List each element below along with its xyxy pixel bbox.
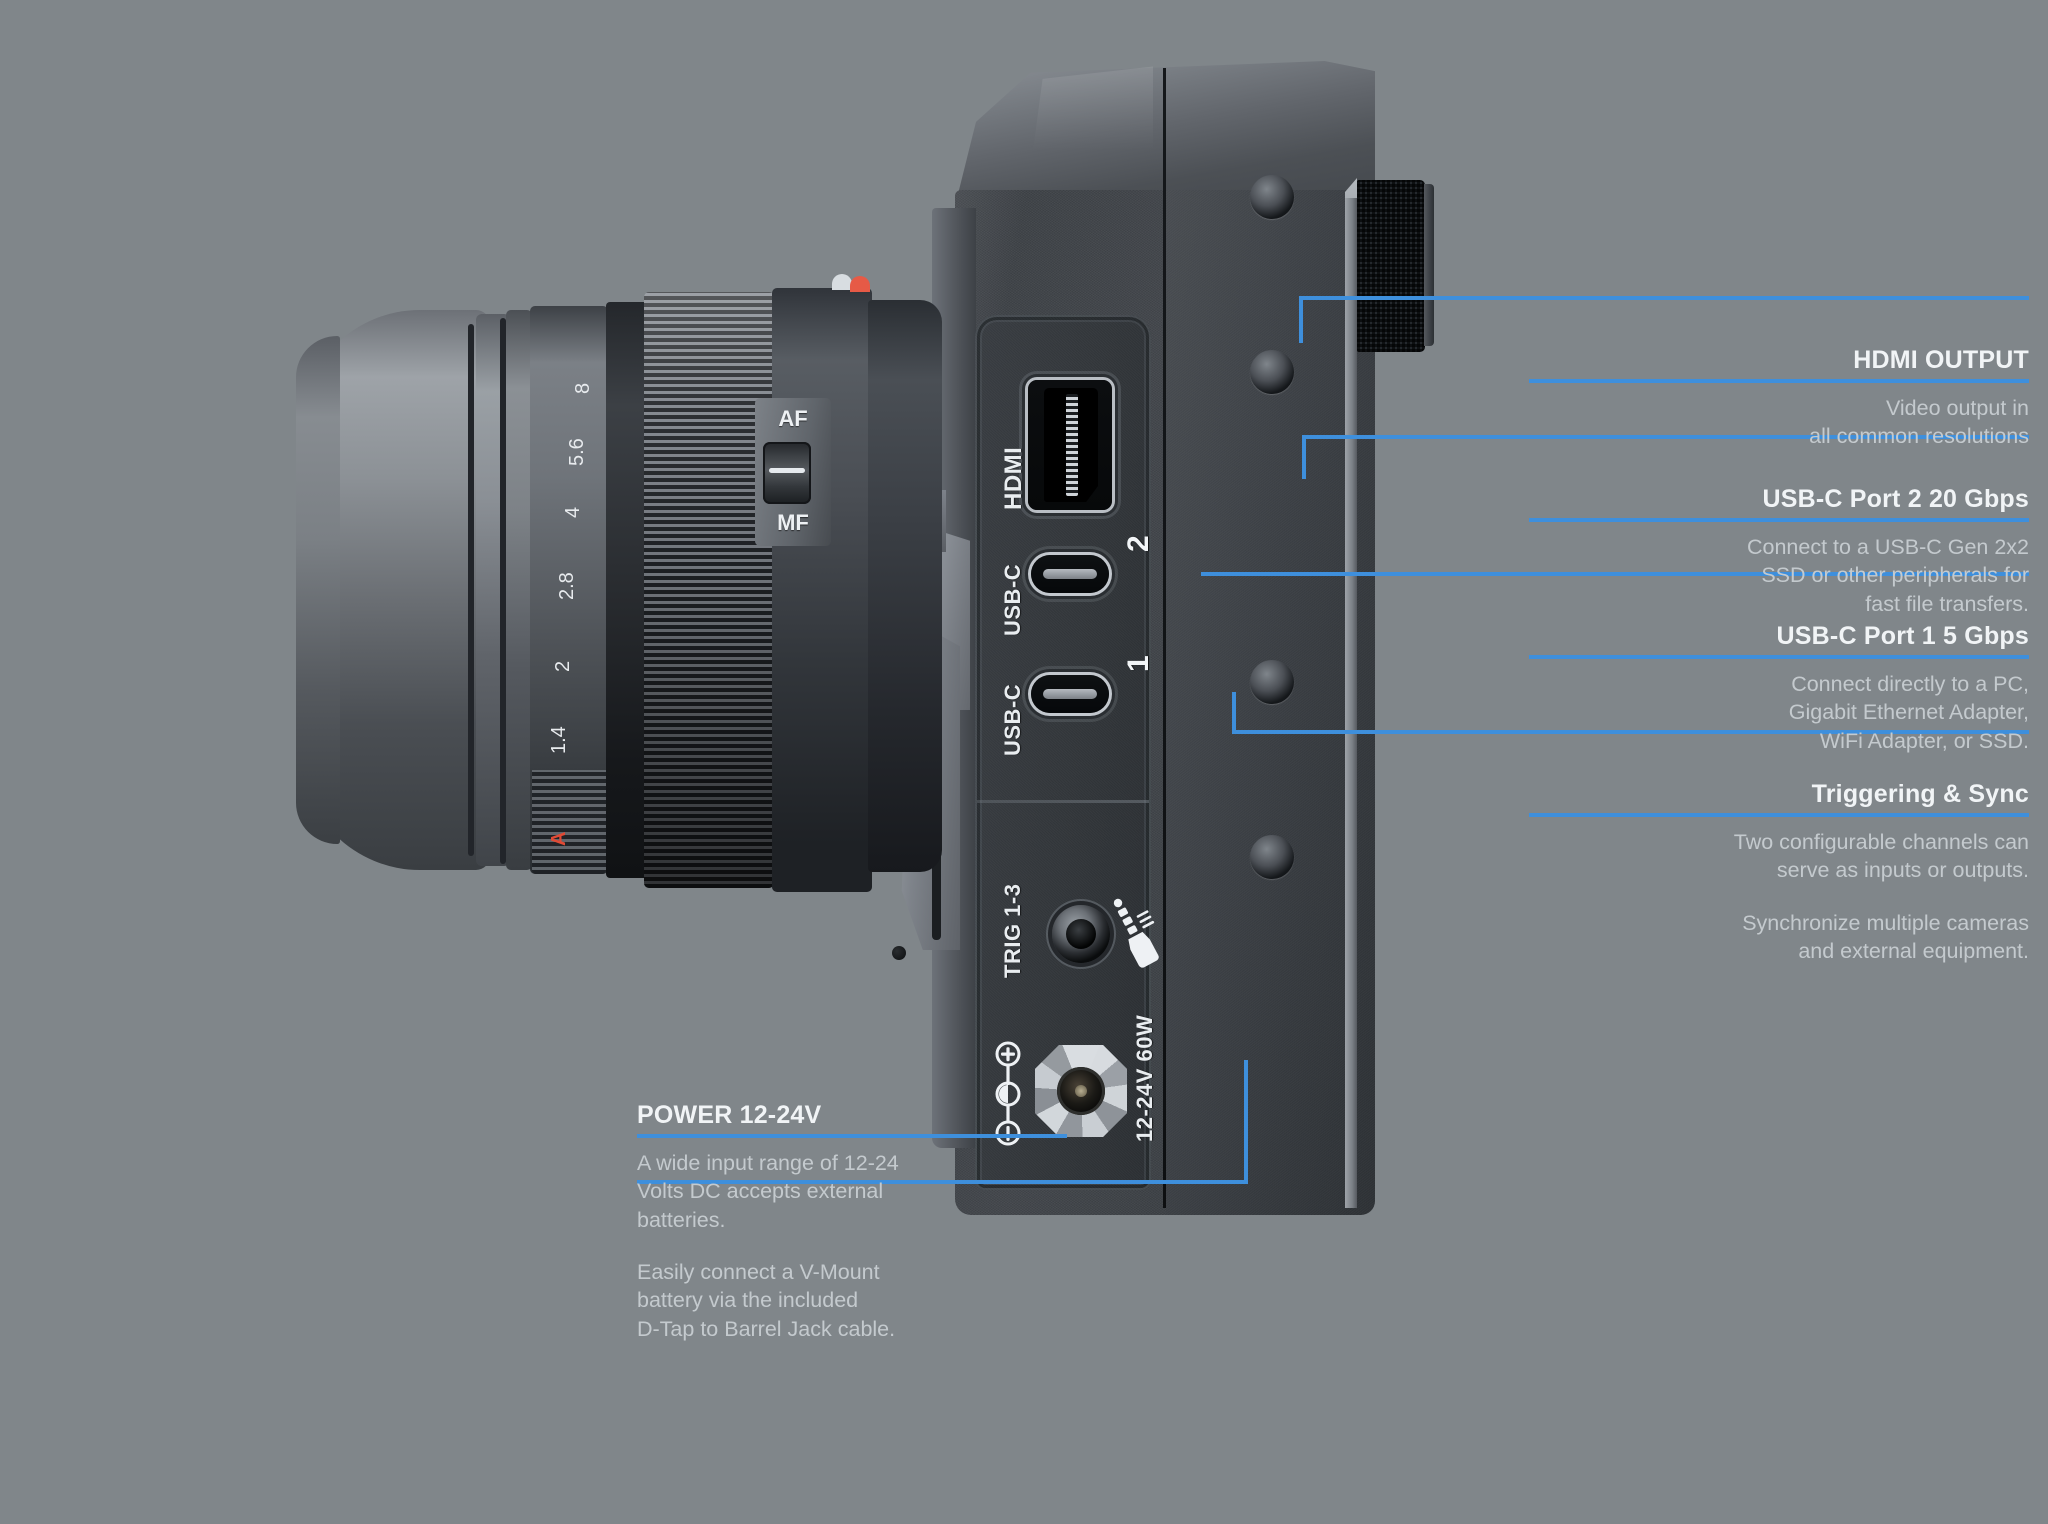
usbc-port-2[interactable]	[1031, 555, 1109, 593]
camera-rear-edge	[1345, 198, 1357, 1208]
lens-rear-section	[772, 288, 872, 892]
focus-mode-switch-plate: AF MF	[755, 398, 831, 546]
dc-polarity-icon	[995, 1041, 1021, 1146]
hdmi-port[interactable]	[1028, 380, 1112, 510]
callout-usbc-port-2: USB-C Port 2 20 Gbps Connect to a USB-C …	[1529, 485, 2029, 618]
callout-triggering-sync: Triggering & Sync Two configurable chann…	[1529, 780, 2029, 965]
focus-mode-af-label: AF	[778, 406, 808, 431]
callout-usbc-port-1: USB-C Port 1 5 Gbps Connect directly to …	[1529, 622, 2029, 755]
focus-mode-mf-label: MF	[777, 510, 809, 535]
leader-power-horizontal	[637, 1180, 1248, 1184]
leader-trig-horizontal	[1232, 730, 2029, 734]
focus-mode-switch[interactable]	[763, 442, 811, 504]
callout-usbc-port-1-rule	[1529, 654, 2029, 659]
hdmi-port-pins	[1066, 394, 1078, 496]
usbc-top-silkscreen-label: USB-C	[1000, 563, 1025, 636]
trigger-sync-jack-inner	[1066, 919, 1096, 949]
lens-ring-inner	[506, 310, 532, 870]
lens-red-index-mark	[850, 276, 870, 292]
callout-hdmi-output-title: HDMI OUTPUT	[1853, 346, 2029, 374]
aperture-mark-4: 4	[562, 506, 584, 518]
callout-usbc-port-1-title: USB-C Port 1 5 Gbps	[1776, 622, 2029, 650]
trigger-sync-jack[interactable]	[1052, 905, 1110, 963]
leader-hdmi-vertical	[1299, 298, 1303, 343]
aperture-mark-2: 2	[552, 660, 574, 672]
callout-power: POWER 12-24V A wide input range of 12-24…	[637, 1101, 1067, 1343]
callout-hdmi-output: HDMI OUTPUT Video output in all common r…	[1529, 346, 2029, 451]
usbc-port-1-tongue	[1043, 689, 1097, 699]
lens-dark-groove	[606, 302, 648, 878]
camera-body-seam	[1163, 68, 1166, 1208]
lens-white-index-mark	[832, 274, 852, 290]
aperture-mark-8: 8	[572, 382, 594, 394]
callout-triggering-sync-title: Triggering & Sync	[1811, 780, 2029, 808]
callout-triggering-sync-text-2: Synchronize multiple cameras and externa…	[1742, 910, 2029, 963]
trig-silkscreen-label: TRIG 1-3	[1000, 883, 1025, 978]
mounting-hole	[1250, 835, 1294, 879]
mount-screw	[892, 946, 906, 960]
aperture-mark-5-6: 5.6	[566, 438, 588, 466]
usbc-bottom-silkscreen-label: USB-C	[1000, 683, 1025, 756]
callout-usbc-port-2-text: Connect to a USB-C Gen 2x2 SSD or other …	[1746, 534, 2029, 616]
mounting-hole	[1250, 350, 1294, 394]
camera-lens: A 1.4 2 2.8 4 5.6 8 AF MF	[296, 274, 942, 900]
callout-hdmi-output-rule	[1529, 378, 2029, 383]
callout-hdmi-output-text: Video output in all common resolutions	[1809, 395, 2029, 449]
focus-ring-shading	[644, 292, 774, 888]
camera-top-highlight	[1033, 66, 1153, 151]
leader-trig-vertical	[1232, 692, 1236, 732]
callout-usbc-port-1-text: Connect directly to a PC, Gigabit Ethern…	[1788, 671, 2029, 753]
leader-usbc2-horizontal	[1302, 435, 2029, 439]
callout-usbc-port-2-title: USB-C Port 2 20 Gbps	[1762, 485, 2029, 513]
aperture-mark-2-8: 2.8	[556, 572, 578, 600]
usbc-port-2-tongue	[1043, 569, 1097, 579]
callout-power-text-1: A wide input range of 12-24 Volts DC acc…	[637, 1150, 899, 1232]
aperture-mark-1-4: 1.4	[548, 726, 570, 754]
leader-usbc2-vertical	[1302, 437, 1306, 479]
port-plate-divider	[977, 800, 1149, 803]
power-silkscreen-label: 12-24V 60W	[1132, 1014, 1157, 1142]
usbc-port-1[interactable]	[1031, 675, 1109, 713]
callout-power-text-2: Easily connect a V-Mount battery via the…	[637, 1259, 896, 1341]
callout-power-title: POWER 12-24V	[637, 1101, 822, 1129]
callout-triggering-sync-text-1: Two configurable channels can serve as i…	[1733, 829, 2029, 883]
hdmi-silkscreen-label: HDMI	[1000, 446, 1027, 510]
mounting-hole	[1250, 175, 1294, 219]
leader-usbc1-horizontal	[1201, 572, 2029, 576]
mounting-hole	[1250, 660, 1294, 704]
callout-power-rule	[637, 1133, 1067, 1138]
lens-gap-2	[500, 318, 506, 864]
usbc-port-2-number: 2	[1122, 535, 1155, 552]
leader-power-vertical	[1244, 1060, 1248, 1182]
aperture-ring-knurling	[532, 770, 606, 874]
knurled-thumbwheel-tip	[1424, 184, 1434, 346]
mount-ring	[904, 1480, 948, 1524]
trs-plug-icon	[1113, 898, 1159, 968]
lens-mount-section	[868, 300, 942, 872]
lens-hood-lip	[296, 336, 340, 844]
camera-body: HDMI USB-C 2 USB-C 1 TRIG 1-3	[876, 60, 1480, 1215]
callout-usbc-port-2-rule	[1529, 517, 2029, 522]
aperture-mark-A: A	[548, 831, 570, 846]
callout-triggering-sync-rule	[1529, 812, 2029, 817]
usbc-port-1-number: 1	[1122, 655, 1155, 672]
leader-hdmi-horizontal	[1299, 296, 2029, 300]
lens-gap-1	[468, 324, 474, 856]
power-barrel-jack-pin	[1075, 1085, 1087, 1097]
knurled-thumbwheel[interactable]	[1357, 180, 1425, 352]
power-barrel-jack[interactable]	[1035, 1045, 1127, 1137]
